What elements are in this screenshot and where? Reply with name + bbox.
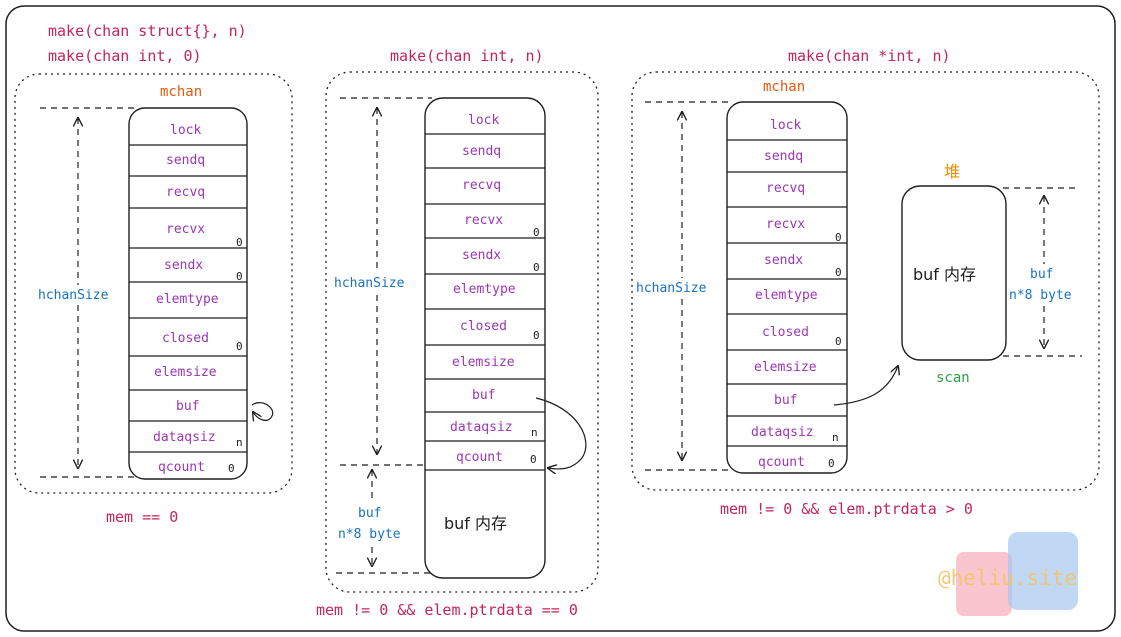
left-hchansize-label: hchanSize (38, 288, 109, 303)
field-closed: closed (162, 331, 209, 346)
middle-dotted-frame (325, 71, 599, 593)
middle-buf-memory: buf 内存 (444, 514, 507, 533)
watermark: @heliu.site (938, 532, 1078, 616)
field-dataqsiz-value: n (531, 426, 538, 439)
right-title: make(chan *int, n) (788, 47, 951, 65)
middle-buf-pointer-arrow (535, 397, 587, 469)
field-buf: buf (176, 399, 199, 414)
middle-hchansize-label: hchanSize (334, 276, 405, 291)
field-lock: lock (170, 123, 201, 138)
watermark-text: @heliu.site (938, 566, 1077, 590)
right-hchansize-label: hchanSize (636, 281, 707, 296)
field-qcount: qcount (158, 460, 205, 475)
heap-buf-label: buf (1030, 267, 1053, 282)
field-closed: closed (460, 319, 507, 334)
field-recvx-value: 0 (236, 236, 243, 249)
right-fields: lock sendq recvq recvx 0 sendx 0 elemtyp… (751, 118, 842, 470)
field-elemsize: elemsize (452, 355, 515, 370)
middle-group: make(chan int, n) hchanSize buf n*8 byte… (316, 47, 599, 619)
middle-field-dividers (425, 133, 545, 471)
field-dataqsiz-value: n (832, 431, 839, 444)
left-hchan-box (128, 107, 248, 480)
field-dataqsiz: dataqsiz (751, 425, 814, 440)
field-dataqsiz: dataqsiz (153, 430, 216, 445)
field-elemtype: elemtype (156, 292, 219, 307)
field-qcount-value: 0 (228, 462, 235, 475)
field-sendx: sendx (764, 253, 803, 268)
field-lock: lock (770, 118, 801, 133)
right-buf-pointer-arrow (833, 366, 898, 406)
left-group: make(chan struct{}, n) make(chan int, 0)… (14, 22, 293, 526)
field-qcount: qcount (758, 455, 805, 470)
middle-hchan-box (424, 97, 546, 579)
left-field-dividers (129, 144, 247, 453)
field-sendx-value: 0 (835, 266, 842, 279)
heap-label: 堆 (944, 162, 960, 181)
field-dataqsiz-value: n (236, 436, 243, 449)
field-recvx: recvx (766, 217, 805, 232)
left-dotted-frame (14, 73, 293, 494)
middle-buf-label: buf (358, 506, 381, 521)
field-dataqsiz: dataqsiz (450, 420, 513, 435)
field-sendx: sendx (462, 248, 501, 263)
field-elemtype: elemtype (453, 282, 516, 297)
field-sendq: sendq (764, 149, 803, 164)
field-sendx: sendx (164, 258, 203, 273)
left-condition: mem == 0 (106, 508, 178, 526)
field-recvx-value: 0 (533, 226, 540, 239)
outer-frame (5, 5, 1116, 632)
right-group: make(chan *int, n) mchan hchanSize lock … (631, 47, 1100, 518)
right-field-dividers (727, 139, 847, 447)
field-closed-value: 0 (533, 329, 540, 342)
field-buf: buf (472, 388, 495, 403)
field-qcount-value: 0 (828, 457, 835, 470)
field-recvq: recvq (166, 185, 205, 200)
right-hchan-box (726, 101, 848, 474)
right-mchan-label: mchan (763, 79, 805, 95)
field-buf: buf (774, 393, 797, 408)
field-elemtype: elemtype (755, 288, 818, 303)
field-elemsize: elemsize (154, 365, 217, 380)
heap-buf-box (901, 185, 1007, 361)
field-recvq: recvq (766, 181, 805, 196)
field-sendq: sendq (166, 153, 205, 168)
field-sendq: sendq (462, 144, 501, 159)
left-title-2: make(chan int, 0) (48, 47, 202, 65)
right-condition: mem != 0 && elem.ptrdata > 0 (720, 500, 973, 518)
left-buf-self-arrow (251, 402, 274, 421)
field-recvx: recvx (464, 213, 503, 228)
middle-title: make(chan int, n) (390, 47, 544, 65)
field-closed-value: 0 (835, 335, 842, 348)
middle-buf-size: n*8 byte (338, 527, 401, 542)
scan-label: scan (936, 370, 970, 386)
field-sendx-value: 0 (533, 261, 540, 274)
field-closed-value: 0 (236, 340, 243, 353)
field-elemsize: elemsize (754, 360, 817, 375)
field-recvx-value: 0 (835, 231, 842, 244)
field-qcount: qcount (456, 450, 503, 465)
middle-condition: mem != 0 && elem.ptrdata == 0 (316, 601, 578, 619)
heap-buf-memory: buf 内存 (913, 265, 976, 284)
middle-fields: lock sendq recvq recvx 0 sendx 0 elemtyp… (450, 113, 540, 466)
left-fields: lock sendq recvq recvx 0 sendx 0 elemtyp… (153, 123, 243, 475)
heap-buf-size: n*8 byte (1009, 288, 1072, 303)
left-mchan-label: mchan (160, 84, 202, 100)
field-lock: lock (468, 113, 499, 128)
left-title-1: make(chan struct{}, n) (48, 22, 247, 40)
field-recvx: recvx (166, 222, 205, 237)
field-recvq: recvq (462, 178, 501, 193)
field-closed: closed (762, 325, 809, 340)
field-qcount-value: 0 (530, 453, 537, 466)
field-sendx-value: 0 (236, 270, 243, 283)
